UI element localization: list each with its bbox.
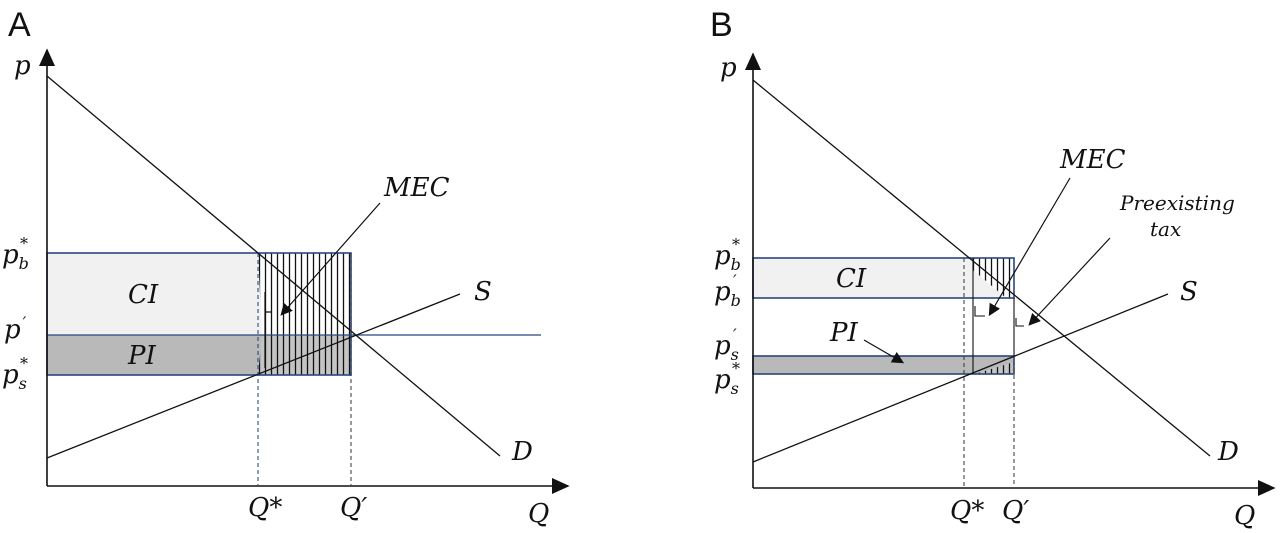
svg-text:p′: p′	[4, 313, 27, 345]
panel-a-supply-label: S	[474, 277, 492, 307]
panel-b-price-label-pb-star: pb *	[714, 235, 741, 274]
panel-a-price-label-pb-star: pb *	[2, 234, 29, 273]
panel-a-price-label-ps-star: ps *	[2, 354, 28, 393]
svg-text:*: *	[20, 234, 28, 253]
panel-b-mec-arrow	[988, 177, 1071, 317]
panel-a-demand-label: D	[511, 437, 533, 467]
panel-b-pi-label: PI	[829, 318, 858, 348]
svg-text:ps: ps	[714, 365, 739, 398]
panel-a-demand-curve	[46, 75, 501, 457]
panel-b: B p Q pb *	[710, 6, 1276, 531]
panel-b-qprime-label: Q′	[1002, 496, 1029, 526]
svg-text:pb: pb	[714, 241, 741, 274]
panel-a-mec-label: MEC	[383, 173, 450, 203]
panel-a-axis-x-label: Q	[528, 499, 549, 529]
svg-text:ps: ps	[2, 360, 27, 393]
panel-b-ci-label: CI	[836, 264, 867, 294]
svg-text:pb: pb	[714, 277, 741, 310]
panel-b-axis-y-label: p	[720, 53, 737, 83]
panel-a-axis-y-label: p	[14, 51, 31, 81]
panel-a-mec-arrow	[280, 202, 381, 316]
panel-a-letter: A	[8, 6, 31, 44]
svg-text:*: *	[20, 354, 28, 373]
panel-b-tax-label: tax	[1150, 217, 1181, 241]
panel-b-preexisting-label: Preexisting	[1119, 191, 1235, 215]
panel-b-mec-bracket	[974, 306, 985, 317]
panel-a: A p Q pb * p′ ps	[2, 6, 570, 529]
panel-b-tax-arrow	[1028, 237, 1111, 326]
panel-b-tax-bracket	[1015, 318, 1024, 327]
svg-text:′: ′	[733, 271, 737, 290]
panel-b-ci-area	[753, 258, 1014, 298]
panel-a-qstar-label: Q*	[248, 493, 282, 523]
panel-a-price-label-p-prime: p′	[4, 313, 27, 345]
panel-b-pi-area	[753, 356, 1014, 374]
svg-text:′: ′	[733, 325, 737, 344]
panel-b-axis-x-label: Q	[1234, 501, 1255, 531]
panel-b-letter: B	[710, 6, 733, 44]
panel-b-price-label-ps-star: ps *	[714, 359, 740, 398]
panel-b-supply-label: S	[1180, 277, 1198, 307]
panel-a-mec-bracket	[264, 292, 272, 368]
panel-b-supply-curve	[752, 293, 1169, 463]
svg-text:pb: pb	[2, 240, 29, 273]
panel-a-qprime-label: Q′	[340, 493, 367, 523]
panel-b-price-label-pb-prime: pb ′	[714, 271, 741, 310]
panel-a-supply-curve	[46, 293, 461, 459]
panel-b-mec-label: MEC	[1059, 145, 1126, 175]
panel-b-qstar-label: Q*	[950, 496, 984, 526]
svg-text:ps: ps	[714, 331, 739, 364]
svg-text:*: *	[732, 359, 740, 378]
panel-a-ci-label: CI	[128, 280, 159, 310]
panel-b-pi-arrow	[863, 339, 905, 364]
panel-b-demand-label: D	[1217, 437, 1239, 467]
panel-a-pi-label: PI	[127, 341, 156, 371]
panel-b-mec-hatch-lower	[975, 362, 1014, 374]
panel-b-demand-curve	[752, 79, 1211, 457]
panel-b-price-label-ps-prime: ps ′	[714, 325, 739, 364]
svg-text:*: *	[732, 235, 740, 254]
